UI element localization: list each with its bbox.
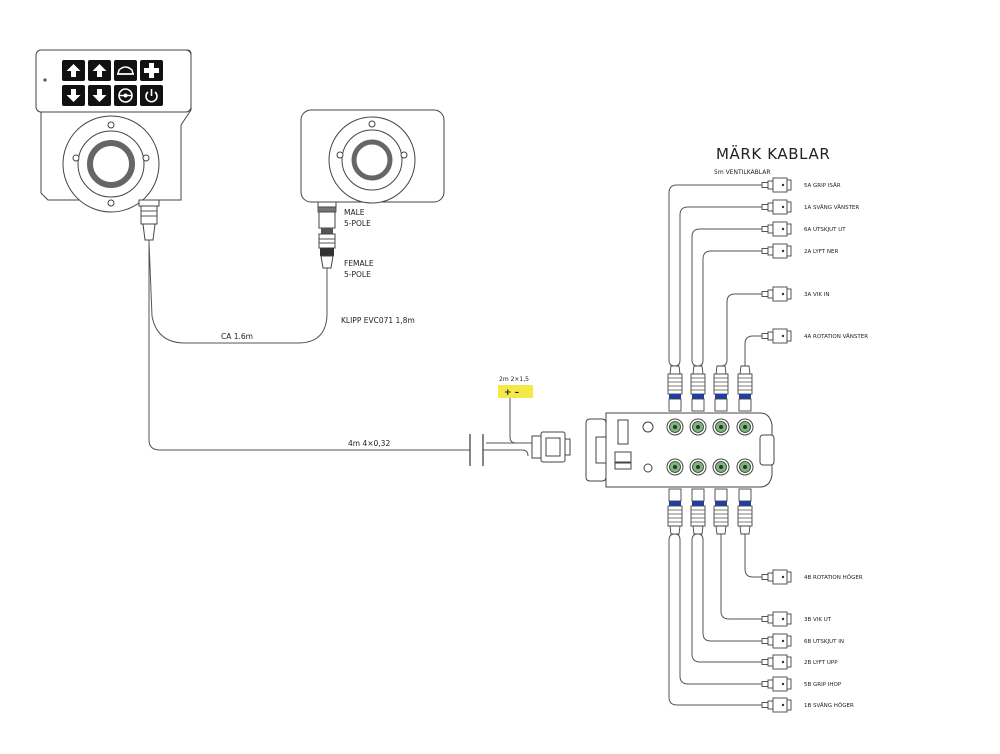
valve-connector: [761, 328, 792, 344]
male-female-connector: [317, 201, 337, 269]
valve-label: 3B VIK UT: [804, 617, 832, 623]
valve-label: 3A VIK IN: [804, 292, 830, 298]
cable-plug: [713, 365, 729, 412]
output-port: [712, 418, 730, 436]
power-symbols: + –: [504, 388, 520, 398]
valve-label: 2B LYFT UPP: [804, 660, 838, 666]
arrow-down-icon: [88, 85, 111, 106]
valve-connector: [761, 611, 792, 627]
svg-text:MALE: MALE: [344, 208, 365, 217]
plus-icon: [140, 60, 163, 81]
valve-connector: [761, 286, 792, 302]
output-ports: [666, 418, 754, 476]
svg-text:FEMALE: FEMALE: [344, 259, 374, 268]
output-port: [689, 418, 707, 436]
cable-plug: [690, 365, 706, 412]
valve-cable: [691, 533, 762, 663]
valve-label: 5A GRIP ISÄR: [804, 182, 841, 189]
valve-connector: [761, 177, 792, 193]
valve-cable: [691, 228, 762, 367]
female-label: FEMALE 5-POLE: [344, 259, 374, 279]
valve-label: 2A LYFT NER: [804, 249, 838, 255]
cable-plug: [737, 488, 753, 535]
cable-plug: [667, 365, 683, 412]
output-port: [736, 458, 754, 476]
valve-connector: [761, 633, 792, 649]
power-label: 2m 2×1,5: [499, 376, 529, 383]
diagram-title: MÄRK KABLAR: [716, 144, 830, 163]
svg-text:5-POLE: 5-POLE: [344, 270, 371, 279]
cable-plug: [737, 365, 753, 412]
distribution-block: [585, 412, 775, 488]
valve-label: 4B ROTATION HÖGER: [804, 574, 863, 581]
power-polarity-highlight: [498, 385, 533, 398]
klipp-label: KLIPP EVC071 1,8m: [341, 316, 415, 325]
valve-cables: [668, 184, 762, 706]
valve-connectors: 5A GRIP ISÄR 1A SVÄNG VÄNSTER 6A UTSKJUT U…: [761, 177, 868, 713]
valve-label: 1B SVÄNG HÖGER: [804, 702, 854, 709]
cable-plug: [667, 488, 683, 535]
valve-cable: [744, 534, 762, 578]
valve-cable: [697, 533, 762, 642]
joystick-box: [300, 109, 445, 204]
output-port: [666, 458, 684, 476]
valve-label: 4A ROTATION VÄNSTER: [804, 333, 868, 340]
valve-label: 1A SVÄNG VÄNSTER: [804, 204, 859, 211]
steering-wheel-icon: [114, 85, 137, 106]
output-port: [712, 458, 730, 476]
valve-connector: [761, 654, 792, 670]
valve-cable: [744, 335, 762, 366]
output-port: [689, 458, 707, 476]
control-box: [35, 49, 192, 213]
valve-connector: [761, 676, 792, 692]
valve-cable: [668, 184, 762, 367]
valve-cable: [674, 533, 762, 685]
valve-cable: [720, 534, 762, 620]
valve-cable: [720, 293, 762, 367]
cable-plug: [690, 488, 706, 535]
valve-connector: [761, 697, 792, 713]
svg-text:5-POLE: 5-POLE: [344, 219, 371, 228]
valve-connector: [761, 221, 792, 237]
valve-label: 6B UTSKJUT IN: [804, 639, 844, 645]
ca-label: CA 1.6m: [221, 332, 253, 341]
valve-connector: [761, 199, 792, 215]
cable-plug: [713, 488, 729, 535]
valve-cable: [668, 533, 762, 706]
valve-label: 6A UTSKJUT UT: [804, 227, 846, 233]
valve-connector: [761, 569, 792, 585]
power-connector: [531, 431, 571, 463]
cables: [148, 240, 532, 466]
valve-connector: [761, 243, 792, 259]
output-port: [736, 418, 754, 436]
arrow-up-icon: [88, 60, 111, 81]
valve-cable: [697, 250, 762, 367]
power-icon: [140, 85, 163, 106]
car-icon: [114, 60, 137, 81]
arrow-down-icon: [62, 85, 85, 106]
valve-cable: [674, 206, 762, 367]
keypad: [62, 60, 163, 106]
main-cable-label: 4m 4×0,32: [348, 439, 390, 448]
ventil-caption: 5m VENTILKABLAR: [714, 169, 771, 176]
arrow-up-icon: [62, 60, 85, 81]
control-box-connector: [138, 199, 160, 241]
cable-plugs: [667, 365, 753, 535]
male-label: MALE 5-POLE: [344, 208, 371, 228]
output-port: [666, 418, 684, 436]
valve-label: 5B GRIP IHOP: [804, 682, 842, 688]
